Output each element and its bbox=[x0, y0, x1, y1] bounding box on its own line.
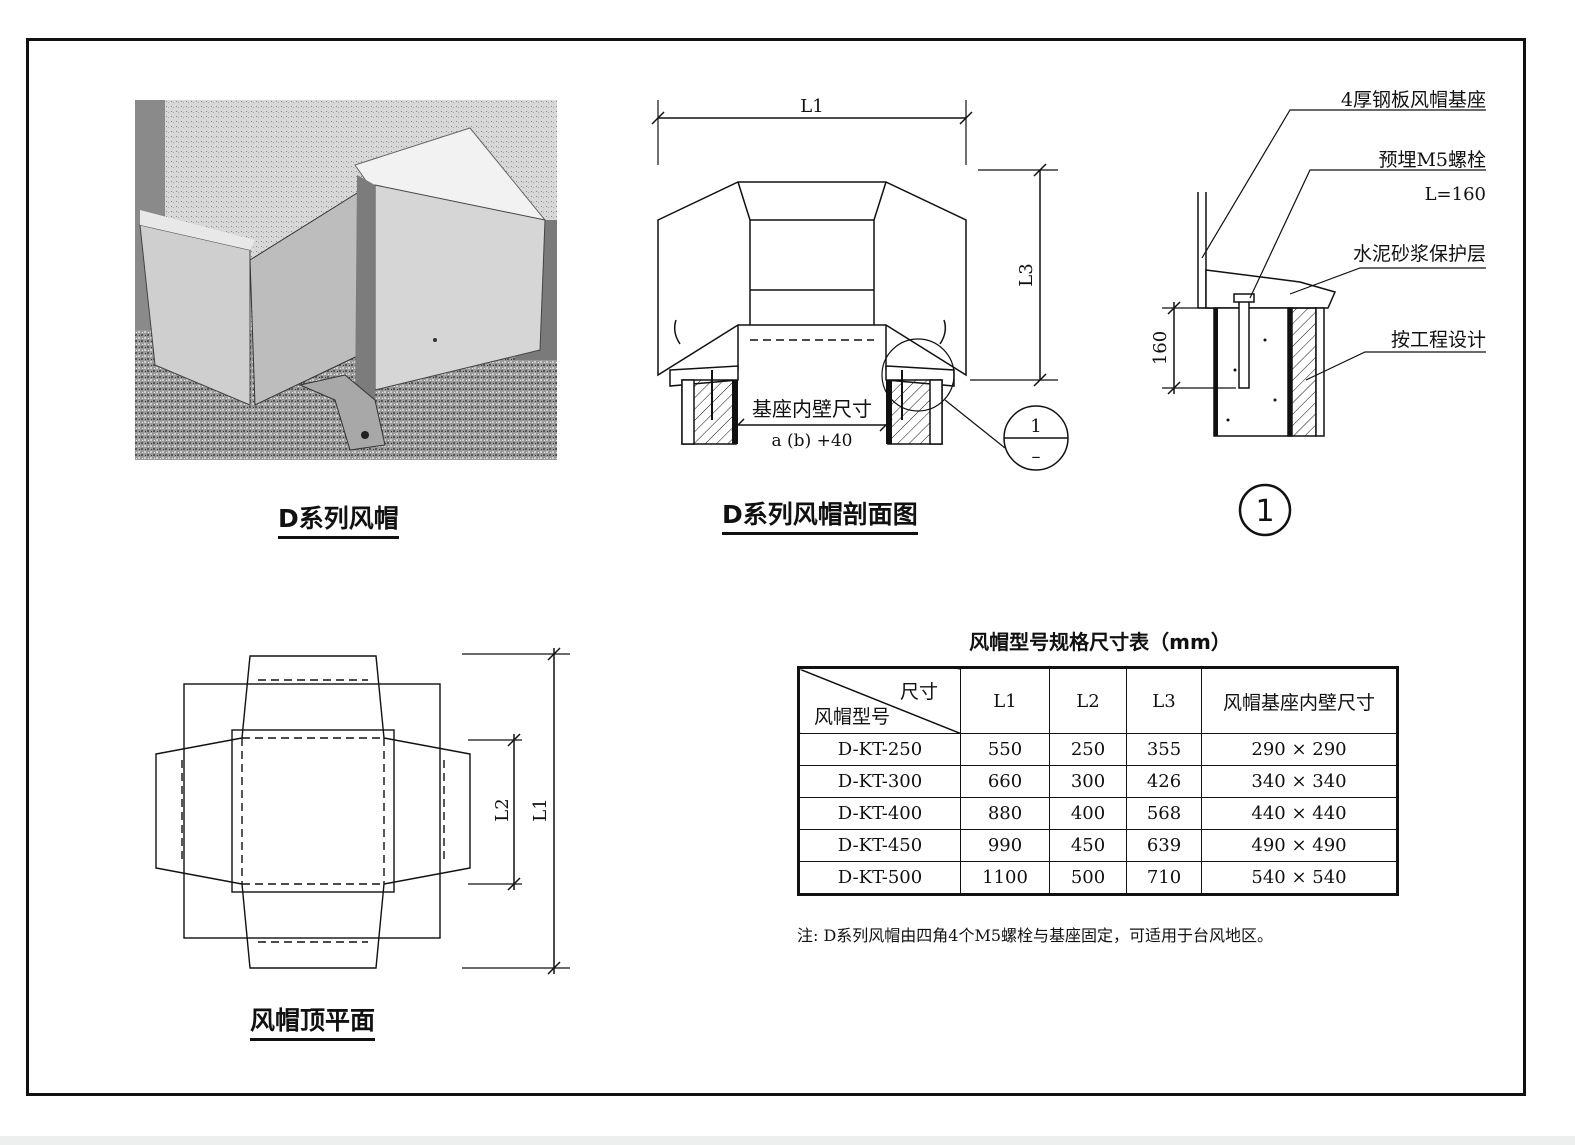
corner-bottom-label: 风帽型号 bbox=[814, 706, 891, 728]
cell-l1: 880 bbox=[960, 796, 1050, 830]
table-row: D-KT-300 660 300 426 340 × 340 bbox=[798, 764, 1398, 798]
table-row: D-KT-450 990 450 639 490 × 490 bbox=[798, 828, 1398, 862]
cell-l3: 568 bbox=[1126, 796, 1202, 830]
table-row: D-KT-250 550 250 355 290 × 290 bbox=[798, 733, 1398, 766]
section-drawing: L1 L3 基座内壁尺寸 a (b) +40 bbox=[651, 96, 1069, 471]
corner-top-label: 尺寸 bbox=[899, 681, 938, 703]
l1-label: L1 bbox=[800, 96, 823, 117]
l3-dimension bbox=[970, 163, 1058, 387]
plan-drawing: L2 L1 bbox=[155, 647, 570, 975]
scanner-edge bbox=[0, 1136, 1575, 1145]
table-row: D-KT-500 1100 500 710 540 × 540 bbox=[798, 860, 1398, 896]
cell-model: D-KT-250 bbox=[798, 733, 961, 766]
cell-l2: 500 bbox=[1049, 860, 1127, 896]
cell-l2: 300 bbox=[1049, 764, 1127, 798]
callout-sheet: – bbox=[1032, 446, 1041, 467]
cell-model: D-KT-400 bbox=[798, 796, 961, 830]
mortar-layer bbox=[1205, 269, 1337, 309]
cell-l3: 710 bbox=[1126, 860, 1202, 896]
cell-l2: 400 bbox=[1049, 796, 1127, 830]
section-caption: D系列风帽剖面图 bbox=[722, 500, 918, 535]
cell-l1: 660 bbox=[960, 764, 1050, 798]
hood-section bbox=[657, 181, 967, 377]
cell-l1: 1100 bbox=[960, 860, 1050, 896]
callout-number: 1 bbox=[1030, 416, 1041, 437]
cell-l1: 990 bbox=[960, 828, 1050, 862]
cell-l3: 639 bbox=[1126, 828, 1202, 862]
label-bolt: 预埋M5螺栓 bbox=[1378, 149, 1486, 171]
photo-caption: D系列风帽 bbox=[278, 504, 399, 539]
cell-model: D-KT-300 bbox=[798, 764, 961, 798]
l3-label: L3 bbox=[1016, 263, 1037, 286]
table-row: D-KT-400 880 400 568 440 × 440 bbox=[798, 796, 1398, 830]
detail-circle bbox=[881, 338, 955, 412]
cell-model: D-KT-450 bbox=[798, 828, 961, 862]
detail-number-circle bbox=[1238, 483, 1292, 537]
bolt bbox=[1238, 297, 1250, 389]
label-design: 按工程设计 bbox=[1391, 329, 1486, 351]
cell-l1: 550 bbox=[960, 733, 1050, 766]
hood-photo bbox=[135, 100, 557, 460]
plan-caption: 风帽顶平面 bbox=[250, 1006, 376, 1041]
header-inner-size: 风帽基座内壁尺寸 bbox=[1201, 667, 1398, 734]
plan-l1-label: L1 bbox=[530, 798, 551, 821]
base-wall-right bbox=[885, 365, 955, 445]
label-base: 4厚钢板风帽基座 bbox=[1341, 89, 1486, 111]
header-l2: L2 bbox=[1049, 667, 1127, 734]
cell-inner-size: 340 × 340 bbox=[1201, 764, 1398, 798]
concrete-wall bbox=[1213, 307, 1293, 437]
cell-inner-size: 490 × 490 bbox=[1201, 828, 1398, 862]
inner-size-formula: a (b) +40 bbox=[772, 431, 853, 451]
cell-model: D-KT-500 bbox=[798, 860, 961, 896]
header-l1: L1 bbox=[960, 667, 1050, 734]
cell-inner-size: 290 × 290 bbox=[1201, 733, 1398, 766]
cell-l3: 426 bbox=[1126, 764, 1202, 798]
table-title: 风帽型号规格尺寸表（mm） bbox=[969, 630, 1231, 654]
inner-size-label: 基座内壁尺寸 bbox=[752, 397, 872, 421]
cell-l2: 450 bbox=[1049, 828, 1127, 862]
label-bolt-length: L=160 bbox=[1425, 184, 1486, 205]
l1-dimension bbox=[651, 100, 973, 165]
hood-plan bbox=[155, 655, 471, 969]
plan-l2-label: L2 bbox=[492, 798, 513, 821]
table-note: 注: D系列风帽由四角4个M5螺栓与基座固定，可适用于台风地区。 bbox=[797, 926, 1274, 945]
cell-l3: 355 bbox=[1126, 733, 1202, 766]
detail-number: 1 bbox=[1255, 494, 1274, 529]
cell-inner-size: 440 × 440 bbox=[1201, 796, 1398, 830]
spec-table: 尺寸 风帽型号 L1 L2 L3 风帽基座内壁尺寸 D-KT-250 550 2… bbox=[797, 666, 1399, 896]
label-mortar: 水泥砂浆保护层 bbox=[1353, 243, 1486, 265]
corner-header: 尺寸 风帽型号 bbox=[798, 667, 961, 734]
cell-l2: 250 bbox=[1049, 733, 1127, 766]
base-wall-left bbox=[669, 365, 739, 445]
cell-inner-size: 540 × 540 bbox=[1201, 860, 1398, 896]
header-l3: L3 bbox=[1126, 667, 1202, 734]
detail-drawing: 160 4厚钢板风帽基座 预埋M5螺栓 L=160 水泥砂浆保护层 按工程设计 … bbox=[1150, 89, 1486, 537]
drawing-frame bbox=[26, 38, 1526, 1096]
dim-160: 160 bbox=[1150, 331, 1171, 365]
